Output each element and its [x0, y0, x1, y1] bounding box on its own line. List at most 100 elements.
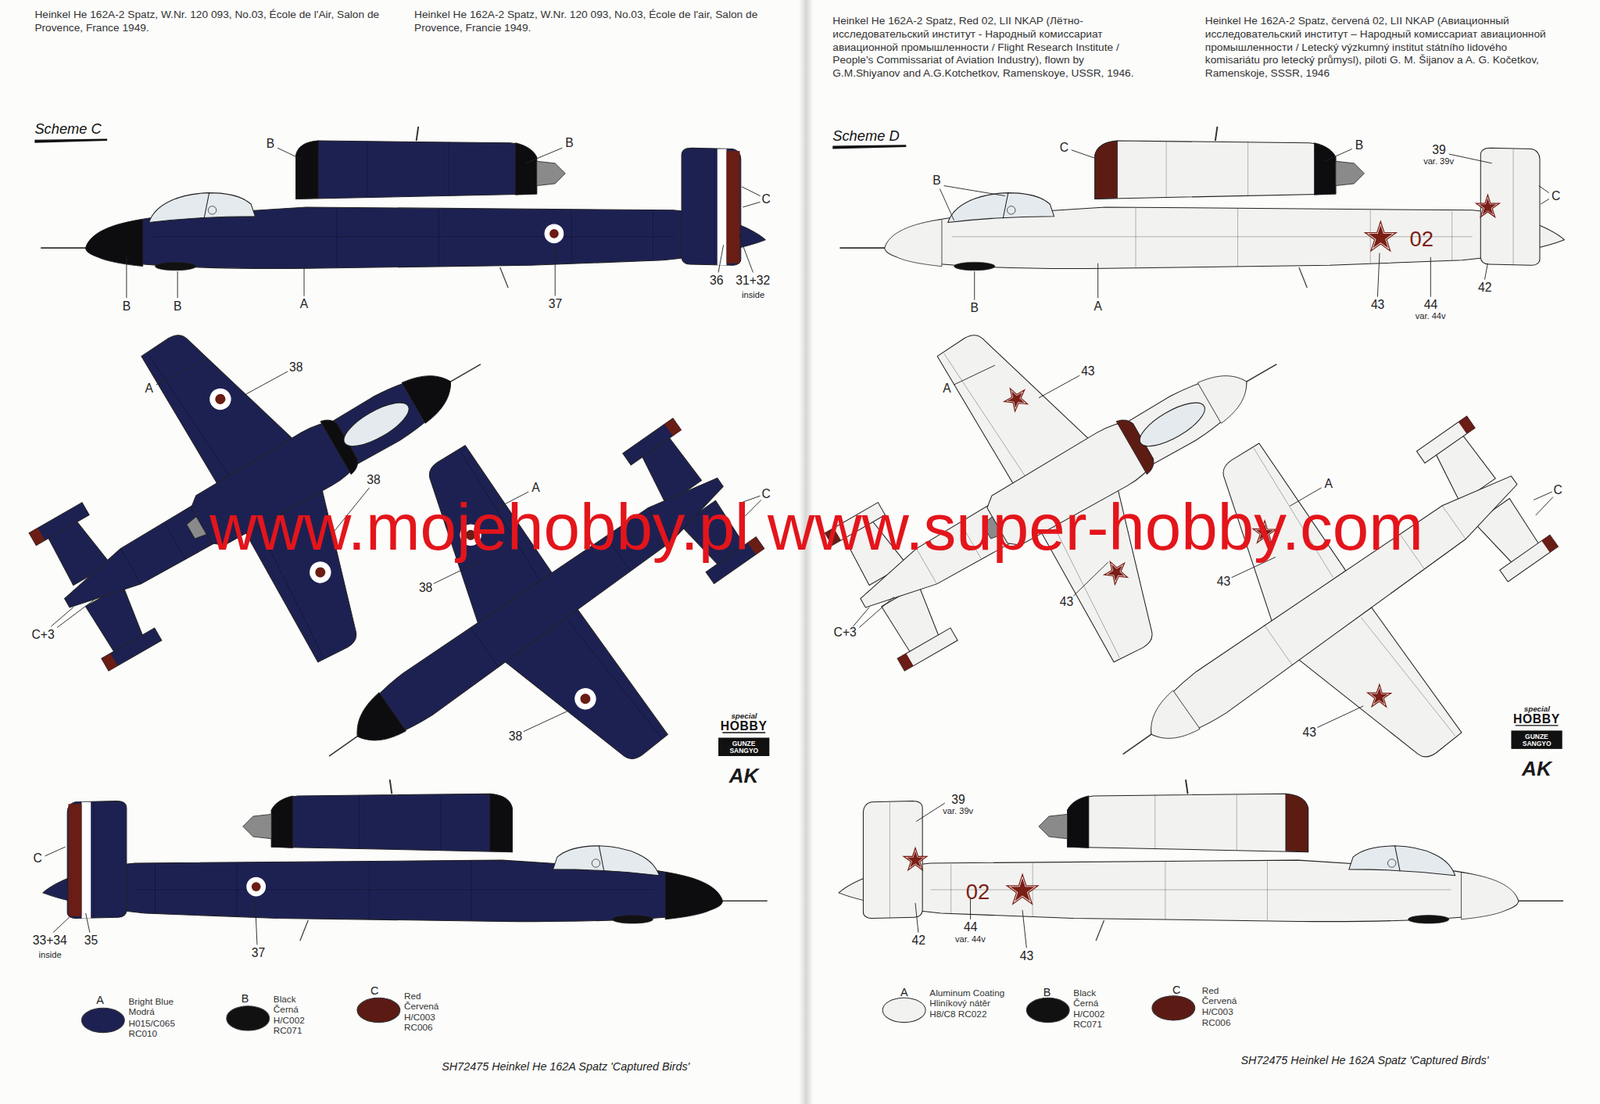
leader-lines: [44, 147, 1553, 948]
legend-key: A: [96, 994, 104, 1006]
legend-key: A: [900, 985, 909, 997]
legend-key: B: [1043, 985, 1052, 997]
callout-label: C+3: [834, 626, 857, 639]
color-swatch: [354, 995, 402, 1025]
callout-label: C: [762, 193, 771, 206]
bottom-view: [1020, 333, 1600, 900]
brand-logo-rule: [722, 725, 1558, 733]
callout-label: 35: [84, 934, 98, 947]
callout-label: 37: [548, 297, 562, 311]
color-swatch: [1026, 997, 1070, 1022]
brand-logo: special: [730, 712, 757, 720]
callout-label: 44: [1424, 298, 1438, 312]
callout-label: B: [932, 174, 941, 187]
brand-logo-plate: [718, 737, 770, 756]
brand-logo: HOBBY: [720, 719, 768, 733]
callout-label: C: [1551, 189, 1561, 203]
brand-logo-plate: [1510, 730, 1562, 749]
callout-label: 38: [418, 581, 433, 595]
watermark: www.mojehobby.pl www.super-hobby.com: [209, 494, 1424, 561]
side-view-mirrored: [42, 779, 768, 941]
callout-label: 31+32: [735, 274, 770, 287]
scheme-heading: Scheme C: [34, 121, 101, 136]
brand-logo: AK: [729, 765, 759, 786]
aircraft-description: Heinkel He 162A-2 Spatz, W.Nr. 120 093, …: [34, 7, 382, 34]
color-swatch: [1149, 993, 1197, 1023]
callout-label: B: [565, 136, 573, 150]
callout-label: B: [266, 137, 275, 151]
callout-label: 43: [1370, 298, 1385, 312]
color-swatch: [880, 995, 928, 1025]
aircraft-code: 02: [966, 880, 990, 902]
callout-label: B: [173, 300, 182, 313]
callout-label: A: [144, 382, 153, 395]
color-swatch: [79, 1005, 127, 1035]
callout-label: 43: [1302, 726, 1316, 739]
legend-key: C: [1172, 984, 1181, 996]
brand-logo: GUNZE: [1524, 733, 1549, 740]
callout-label: 38: [366, 473, 380, 487]
scheme-heading: Scheme D: [832, 128, 899, 143]
callout-label: 39: [951, 793, 965, 806]
legend-text: Red Červená H/C003 RC006: [404, 990, 455, 1033]
brand-logo: special: [1524, 705, 1550, 713]
callout-label: B: [1355, 138, 1364, 151]
callout-label: 36: [709, 274, 724, 287]
color-swatch: [1024, 995, 1072, 1025]
callout-label: 43: [1059, 595, 1074, 609]
legend-text: Aluminum Coating Hliníkový nátěr H8/C8 R…: [929, 987, 1010, 1019]
side-view: [40, 126, 766, 288]
callout-label: 44: [963, 920, 978, 934]
kit-title: SH72475 Heinkel He 162A Spatz 'Captured …: [1240, 1054, 1489, 1066]
brand-logo: SANGYO: [729, 748, 759, 755]
aircraft-description: Heinkel He 162A-2 Spatz, W.Nr. 120 093, …: [414, 7, 762, 34]
side-markings: [544, 149, 741, 266]
callout-label: 43: [1080, 365, 1095, 378]
kit-title: SH72475 Heinkel He 162A Spatz 'Captured …: [441, 1060, 690, 1072]
callout-label: 39: [1431, 143, 1446, 157]
callout-note: inside: [39, 950, 62, 960]
callout-label: C: [1059, 141, 1069, 154]
callout-label: 37: [251, 946, 265, 960]
callout-label: C: [1553, 483, 1563, 497]
color-swatch: [224, 1003, 272, 1033]
callout-label: 42: [911, 934, 925, 947]
callout-label: 42: [1478, 281, 1492, 294]
callout-label: 33+34: [32, 934, 68, 947]
callout-label: B: [122, 300, 131, 313]
legend-key: B: [241, 991, 250, 1003]
callout-label: C+3: [31, 628, 54, 641]
callout-label: B: [970, 301, 979, 315]
color-swatch: [357, 997, 401, 1022]
callout-note: var. 44v: [1415, 311, 1447, 321]
callout-label: 43: [1217, 575, 1231, 588]
callout-label: A: [1324, 477, 1333, 491]
brand-logo: SANGYO: [1522, 740, 1552, 747]
legend-text: Bright Blue Modrá H015/C065 RC010: [128, 996, 188, 1039]
color-swatch: [1152, 995, 1196, 1021]
legend-text: Red Červená H/C003 RC006: [1202, 985, 1253, 1028]
callout-label: A: [531, 481, 540, 494]
color-swatch: [226, 1005, 270, 1031]
callout-note: inside: [741, 289, 765, 299]
legend-key: C: [370, 984, 379, 996]
callout-label: 43: [1020, 949, 1034, 963]
legend-text: Black Černá H/C002 RC071: [273, 993, 323, 1036]
callout-label: 38: [289, 361, 303, 374]
aircraft-description: Heinkel He 162A-2 Spatz, červená 02, LII…: [1205, 14, 1558, 79]
legend-text: Black Černá H/C002 RC071: [1073, 987, 1123, 1030]
callout-label: A: [1093, 300, 1102, 313]
color-swatch: [81, 1007, 125, 1032]
callout-label: C: [32, 851, 42, 865]
brand-logo: AK: [1521, 758, 1552, 779]
callout-label: 38: [508, 730, 523, 743]
aircraft-description: Heinkel He 162A-2 Spatz, Red 02, LII NKA…: [832, 14, 1149, 79]
aircraft-code: 02: [1410, 226, 1434, 248]
callout-note: var. 39v: [1423, 156, 1454, 165]
callout-note: var. 39v: [942, 806, 974, 816]
bottom-view: [226, 336, 824, 903]
brand-logo: HOBBY: [1513, 712, 1561, 726]
side-view-mirrored: [838, 779, 1564, 941]
brand-logo: GUNZE: [732, 740, 756, 747]
